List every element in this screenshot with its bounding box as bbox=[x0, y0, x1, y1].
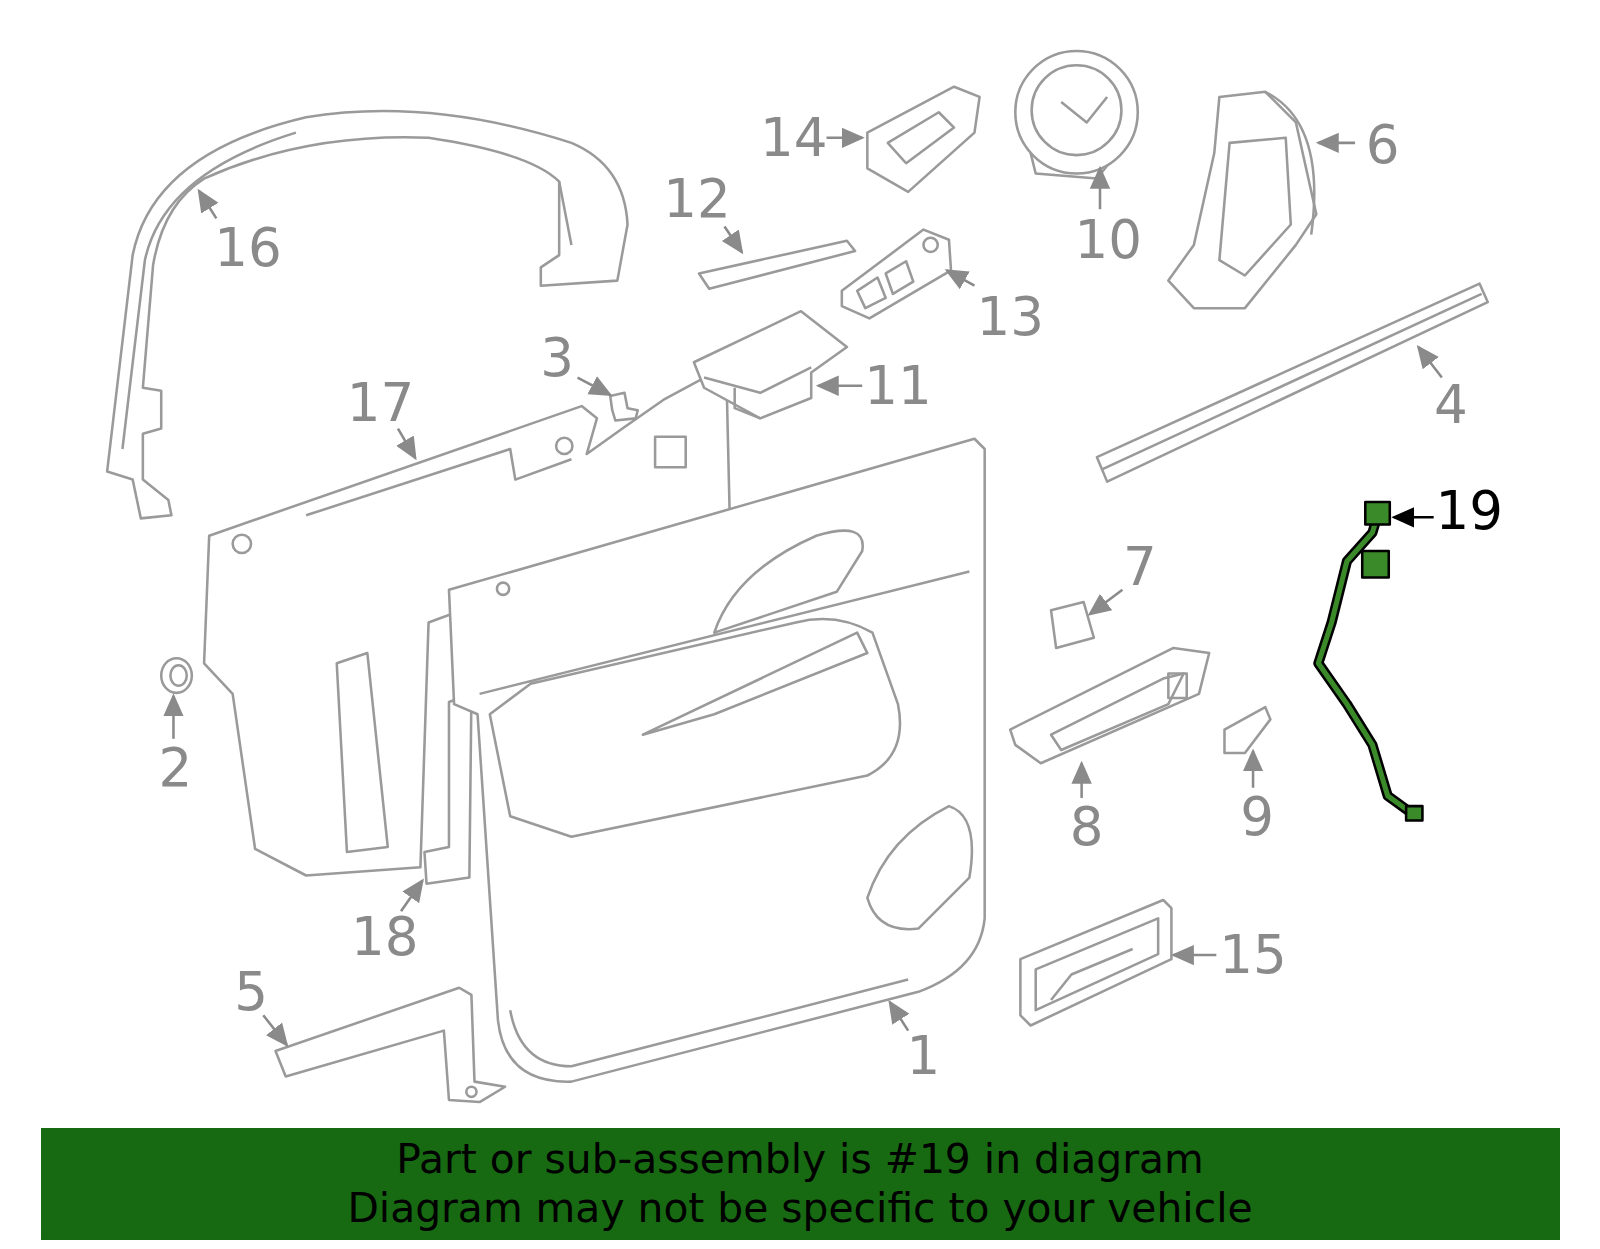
callout-number: 12 bbox=[663, 172, 731, 225]
callout-number: 5 bbox=[234, 965, 268, 1018]
handle-bezel bbox=[1010, 648, 1209, 763]
callout-number: 14 bbox=[760, 111, 828, 164]
info-banner: Part or sub-assembly is #19 in diagramDi… bbox=[41, 1128, 1559, 1239]
callout-number: 8 bbox=[1070, 800, 1104, 853]
belt-molding bbox=[1097, 284, 1488, 482]
callout-number: 6 bbox=[1366, 118, 1400, 171]
callout-number: 19 bbox=[1436, 484, 1504, 537]
pull-cup bbox=[694, 311, 847, 418]
banner-text: Part or sub-assembly is #19 in diagram bbox=[396, 1134, 1203, 1183]
door-trim-panel bbox=[449, 439, 985, 1082]
callout-number: 18 bbox=[351, 910, 419, 963]
trim-plate bbox=[1020, 900, 1171, 1026]
small-cap bbox=[1224, 707, 1270, 753]
leader-line bbox=[1394, 516, 1434, 519]
callout-number: 7 bbox=[1123, 540, 1157, 593]
callout-number: 13 bbox=[976, 290, 1044, 343]
wiring-harness bbox=[1318, 502, 1422, 820]
switch-bracket bbox=[867, 87, 979, 192]
callout-number: 17 bbox=[347, 377, 415, 430]
grommet bbox=[161, 658, 192, 693]
callout-number: 16 bbox=[214, 221, 282, 274]
window-switch bbox=[842, 230, 951, 319]
callout-number: 1 bbox=[907, 1030, 941, 1083]
callout-number: 4 bbox=[1434, 379, 1468, 432]
callout-number: 9 bbox=[1240, 790, 1274, 843]
callout-number: 3 bbox=[540, 331, 574, 384]
callout-number: 10 bbox=[1074, 213, 1142, 266]
small-cover bbox=[1051, 602, 1094, 648]
lower-bracket bbox=[276, 988, 506, 1102]
trim-strip bbox=[424, 694, 471, 884]
callout-number: 15 bbox=[1219, 929, 1287, 982]
leader-lines bbox=[173, 138, 1441, 1045]
trim-insert bbox=[699, 241, 855, 289]
clip bbox=[610, 393, 638, 421]
callout-number: 2 bbox=[159, 741, 193, 794]
callout-number: 11 bbox=[864, 359, 932, 412]
mounting-bracket bbox=[1168, 92, 1316, 308]
banner-text: Diagram may not be specific to your vehi… bbox=[347, 1183, 1252, 1232]
